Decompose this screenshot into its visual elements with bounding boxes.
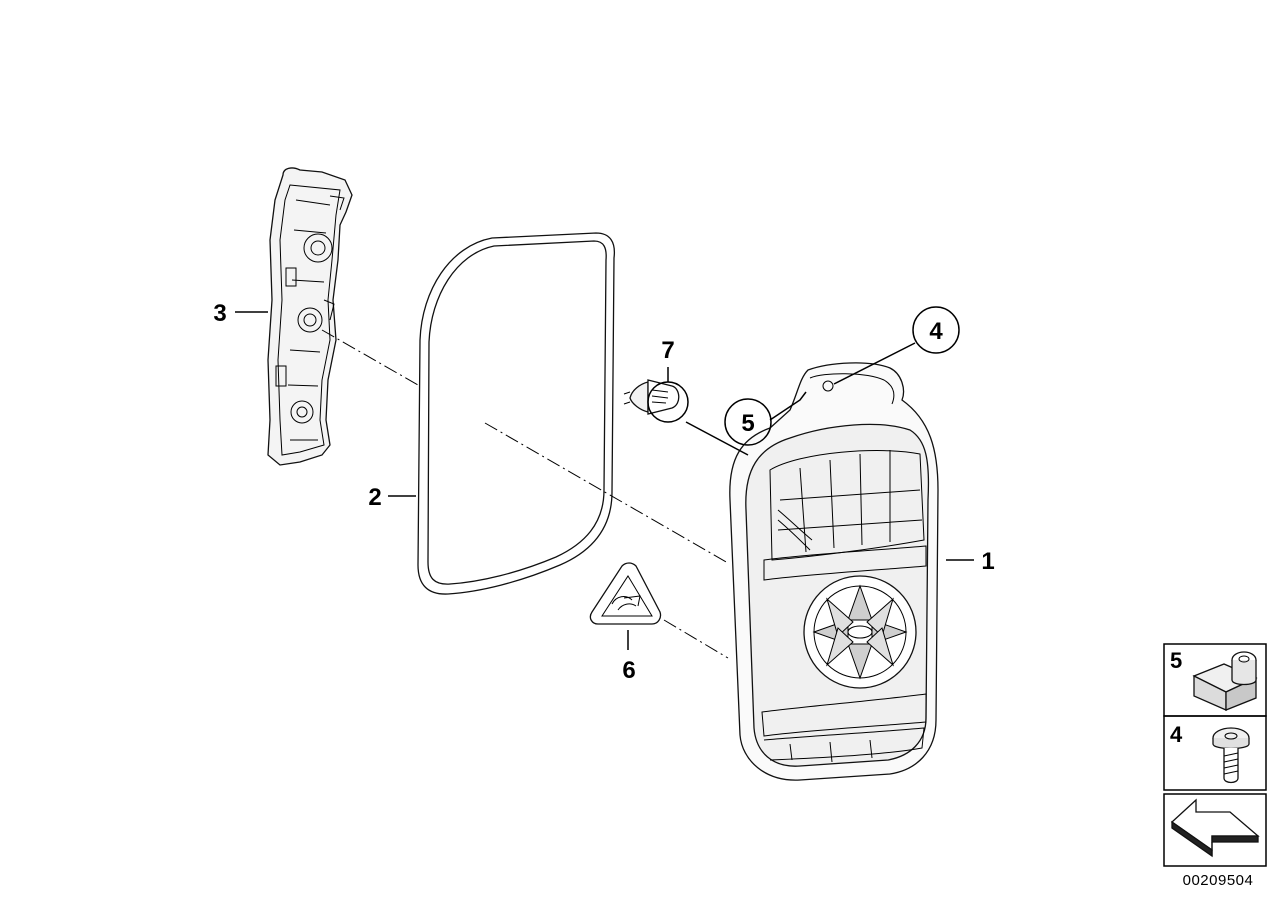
assembly-lines: [321, 329, 729, 659]
screw-icon: [1212, 727, 1250, 784]
bulb-carrier-part: [267, 167, 353, 466]
warning-label-part: [589, 562, 662, 625]
callout-7: 7: [661, 337, 674, 364]
bulb-part: [623, 379, 680, 415]
leader-lines: [235, 311, 974, 650]
callout-2: 2: [368, 484, 381, 511]
gasket-part: [417, 232, 616, 595]
rear-lamp-part: [729, 362, 939, 781]
legend-item-5-label: 5: [1170, 648, 1182, 673]
document-number: 00209504: [1183, 872, 1254, 889]
legend-panel: 5 4: [1163, 643, 1267, 867]
callout-1: 1: [981, 548, 994, 575]
clip-nut-icon: [1192, 651, 1258, 711]
callout-circles: [647, 306, 960, 446]
callout-3: 3: [213, 300, 226, 327]
callout-4: 4: [929, 318, 943, 345]
callout-5: 5: [741, 410, 754, 437]
direction-arrow-icon: [1170, 798, 1260, 858]
callout-6: 6: [622, 657, 635, 684]
legend-item-4-label: 4: [1170, 722, 1183, 747]
